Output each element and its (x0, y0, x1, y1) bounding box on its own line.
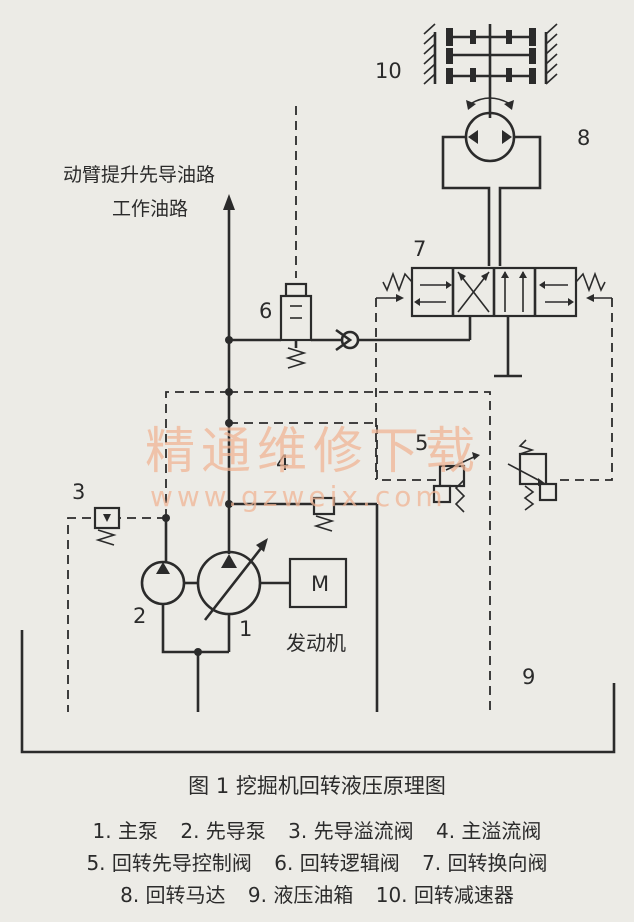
engine-label: 发动机 (286, 631, 346, 655)
pilot-pump (140, 518, 229, 654)
pilot-control-valve (432, 439, 558, 513)
motor-letter: M (311, 572, 329, 596)
pilot-relief-valve (93, 506, 121, 546)
legend-line-2: 5. 回转先导控制阀 6. 回转逻辑阀 7. 回转换向阀 (0, 847, 634, 876)
legend-item: 6. 回转逻辑阀 (274, 851, 400, 875)
legend-item: 10. 回转减速器 (375, 883, 514, 907)
legend-line-1: 1. 主泵 2. 先导泵 3. 先导溢流阀 4. 主溢流阀 (0, 815, 634, 844)
hydraulic-tank (20, 630, 616, 754)
legend-item: 2. 先导泵 (180, 819, 266, 843)
slewing-motor (441, 97, 542, 266)
slewing-logic-valve (279, 106, 313, 369)
label-1: 1 (239, 617, 252, 641)
label-9: 9 (522, 665, 535, 689)
legend-line-3: 8. 回转马达 9. 液压油箱 10. 回转减速器 (0, 879, 634, 908)
slewing-reducer (423, 23, 558, 118)
slewing-directional-valve (376, 266, 612, 378)
label-5: 5 (415, 431, 428, 455)
label-7: 7 (413, 237, 426, 261)
pilot-lines (67, 298, 613, 712)
label-6: 6 (259, 299, 272, 323)
pilot-line-label: 动臂提升先导油路 (63, 164, 215, 186)
engine: M (260, 557, 348, 609)
legend-item: 7. 回转换向阀 (422, 851, 548, 875)
figure-title: 图 1 挖掘机回转液压原理图 (188, 774, 446, 798)
legend-item: 9. 液压油箱 (247, 883, 354, 907)
watermark-chinese: 精通维修下载 (145, 422, 481, 480)
label-2: 2 (133, 604, 146, 628)
label-3: 3 (72, 480, 85, 504)
main-relief-valve (312, 496, 336, 532)
legend-item: 3. 先导溢流阀 (288, 819, 414, 843)
legend-item: 5. 回转先导控制阀 (86, 851, 252, 875)
watermark-url: www.gzweix.com (150, 480, 447, 513)
main-pump (194, 538, 268, 712)
legend-item: 1. 主泵 (92, 819, 158, 843)
label-4: 4 (276, 451, 289, 475)
legend-item: 8. 回转马达 (120, 883, 226, 907)
label-10: 10 (375, 59, 402, 83)
work-line-label: 工作油路 (112, 198, 188, 220)
main-lines (223, 194, 470, 712)
legend-item: 4. 主溢流阀 (435, 819, 542, 843)
label-8: 8 (577, 126, 590, 150)
